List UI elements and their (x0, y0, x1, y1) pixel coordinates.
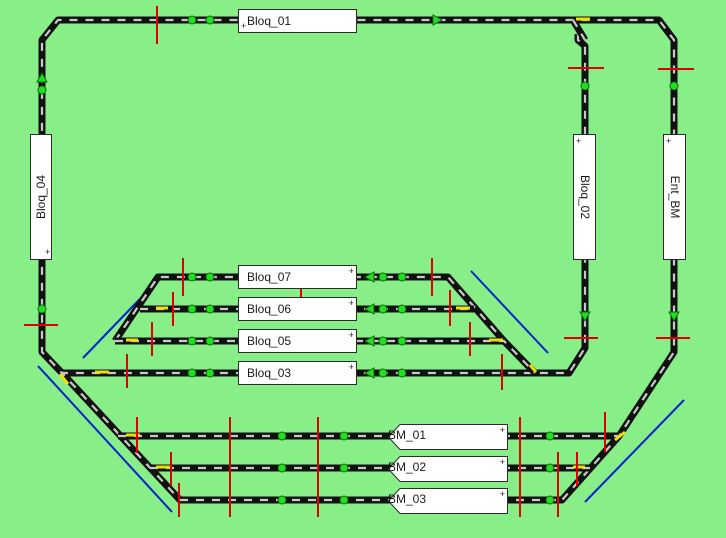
signal-light-icon[interactable] (397, 336, 407, 346)
track-overlay (24, 6, 694, 517)
block-bm-01[interactable]: BM_01 + (388, 424, 508, 450)
signal-light-icon[interactable] (187, 304, 197, 314)
direction-arrow-icon[interactable] (36, 71, 48, 83)
signal-light-icon[interactable] (205, 272, 215, 282)
signal-light-icon[interactable] (187, 15, 197, 25)
block-label: BM_02 (388, 460, 427, 474)
occupied-segment (528, 364, 538, 373)
signal-light-icon[interactable] (669, 81, 679, 91)
block-label: Bloq_04 (34, 174, 48, 220)
occupied-segment (58, 373, 70, 385)
signal-light-icon[interactable] (378, 336, 388, 346)
direction-arrow-icon[interactable] (432, 14, 444, 26)
signal-light-icon[interactable] (545, 463, 555, 473)
signal-light-icon[interactable] (545, 495, 555, 505)
track-bloq-07-sleepers (114, 275, 505, 342)
signal-light-icon[interactable] (187, 368, 197, 378)
direction-arrow-icon[interactable] (579, 311, 591, 323)
block-bloq-06[interactable]: Bloq_06 + (238, 297, 357, 321)
block-bloq-04[interactable]: Bloq_04 + (30, 134, 52, 260)
block-marker: + (576, 136, 582, 146)
guide-line (584, 399, 685, 503)
guide-line (37, 365, 173, 513)
signal-light-icon[interactable] (397, 368, 407, 378)
signal-light-icon[interactable] (378, 272, 388, 282)
signal-light-icon[interactable] (397, 304, 407, 314)
block-bloq-05[interactable]: Bloq_05 + (238, 329, 357, 353)
signal-light-icon[interactable] (277, 463, 287, 473)
block-bloq-02[interactable]: Bloq_02 + (573, 134, 596, 260)
block-outline (388, 456, 508, 482)
block-marker: + (348, 298, 354, 308)
signal-light-icon[interactable] (397, 272, 407, 282)
signal-light-icon[interactable] (187, 272, 197, 282)
signal-light-icon[interactable] (205, 304, 215, 314)
signal-light-icon[interactable] (205, 336, 215, 346)
block-label: Bloq_03 (247, 366, 292, 380)
block-label: BM_01 (388, 428, 427, 442)
track-bloq-02-link-sleepers (572, 19, 586, 41)
signal-light-icon[interactable] (339, 495, 349, 505)
block-marker: + (499, 425, 505, 435)
block-ent-bm[interactable]: Ent_BM + (663, 134, 686, 260)
occupied-segment (614, 430, 626, 442)
signal-light-icon[interactable] (277, 495, 287, 505)
signal-light-icon[interactable] (205, 15, 215, 25)
block-bloq-07[interactable]: Bloq_07 + (238, 265, 357, 289)
direction-arrow-icon[interactable] (363, 335, 375, 347)
block-label: Bloq_07 (247, 270, 292, 284)
signal-light-icon[interactable] (205, 368, 215, 378)
signal-light-icon[interactable] (545, 431, 555, 441)
block-label: Bloq_01 (247, 14, 292, 28)
direction-arrow-icon[interactable] (668, 311, 680, 323)
block-bm-03[interactable]: BM_03 + (388, 488, 508, 514)
block-bm-02[interactable]: BM_02 + (388, 456, 508, 482)
block-marker: + (499, 457, 505, 467)
block-label: Bloq_05 (247, 334, 292, 348)
block-bloq-03[interactable]: Bloq_03 + (238, 361, 357, 385)
signal-light-icon[interactable] (37, 85, 47, 95)
block-label: BM_03 (388, 492, 427, 506)
direction-arrow-icon[interactable] (363, 271, 375, 283)
signal-light-icon[interactable] (277, 431, 287, 441)
direction-arrow-icon[interactable] (363, 303, 375, 315)
signal-light-icon[interactable] (378, 368, 388, 378)
signal-light-icon[interactable] (37, 304, 47, 314)
block-marker: + (348, 266, 354, 276)
signal-light-icon[interactable] (580, 81, 590, 91)
block-outline (388, 488, 508, 514)
block-label: Ent_BM (667, 175, 682, 219)
block-label: Bloq_02 (577, 174, 592, 220)
signal-light-icon[interactable] (187, 336, 197, 346)
signal-light-icon[interactable] (339, 431, 349, 441)
block-marker: + (348, 330, 354, 340)
block-marker: + (45, 247, 51, 257)
signal-light-icon[interactable] (378, 304, 388, 314)
direction-arrow-icon[interactable] (363, 367, 375, 379)
block-marker: + (666, 136, 672, 146)
block-marker: + (348, 362, 354, 372)
signal-light-icon[interactable] (339, 463, 349, 473)
block-marker: + (499, 489, 505, 499)
guide-line (470, 270, 549, 354)
block-label: Bloq_06 (247, 302, 292, 316)
block-marker: + (241, 21, 247, 31)
block-bloq-01[interactable]: Bloq_01 + (238, 9, 357, 33)
block-outline (388, 424, 508, 450)
